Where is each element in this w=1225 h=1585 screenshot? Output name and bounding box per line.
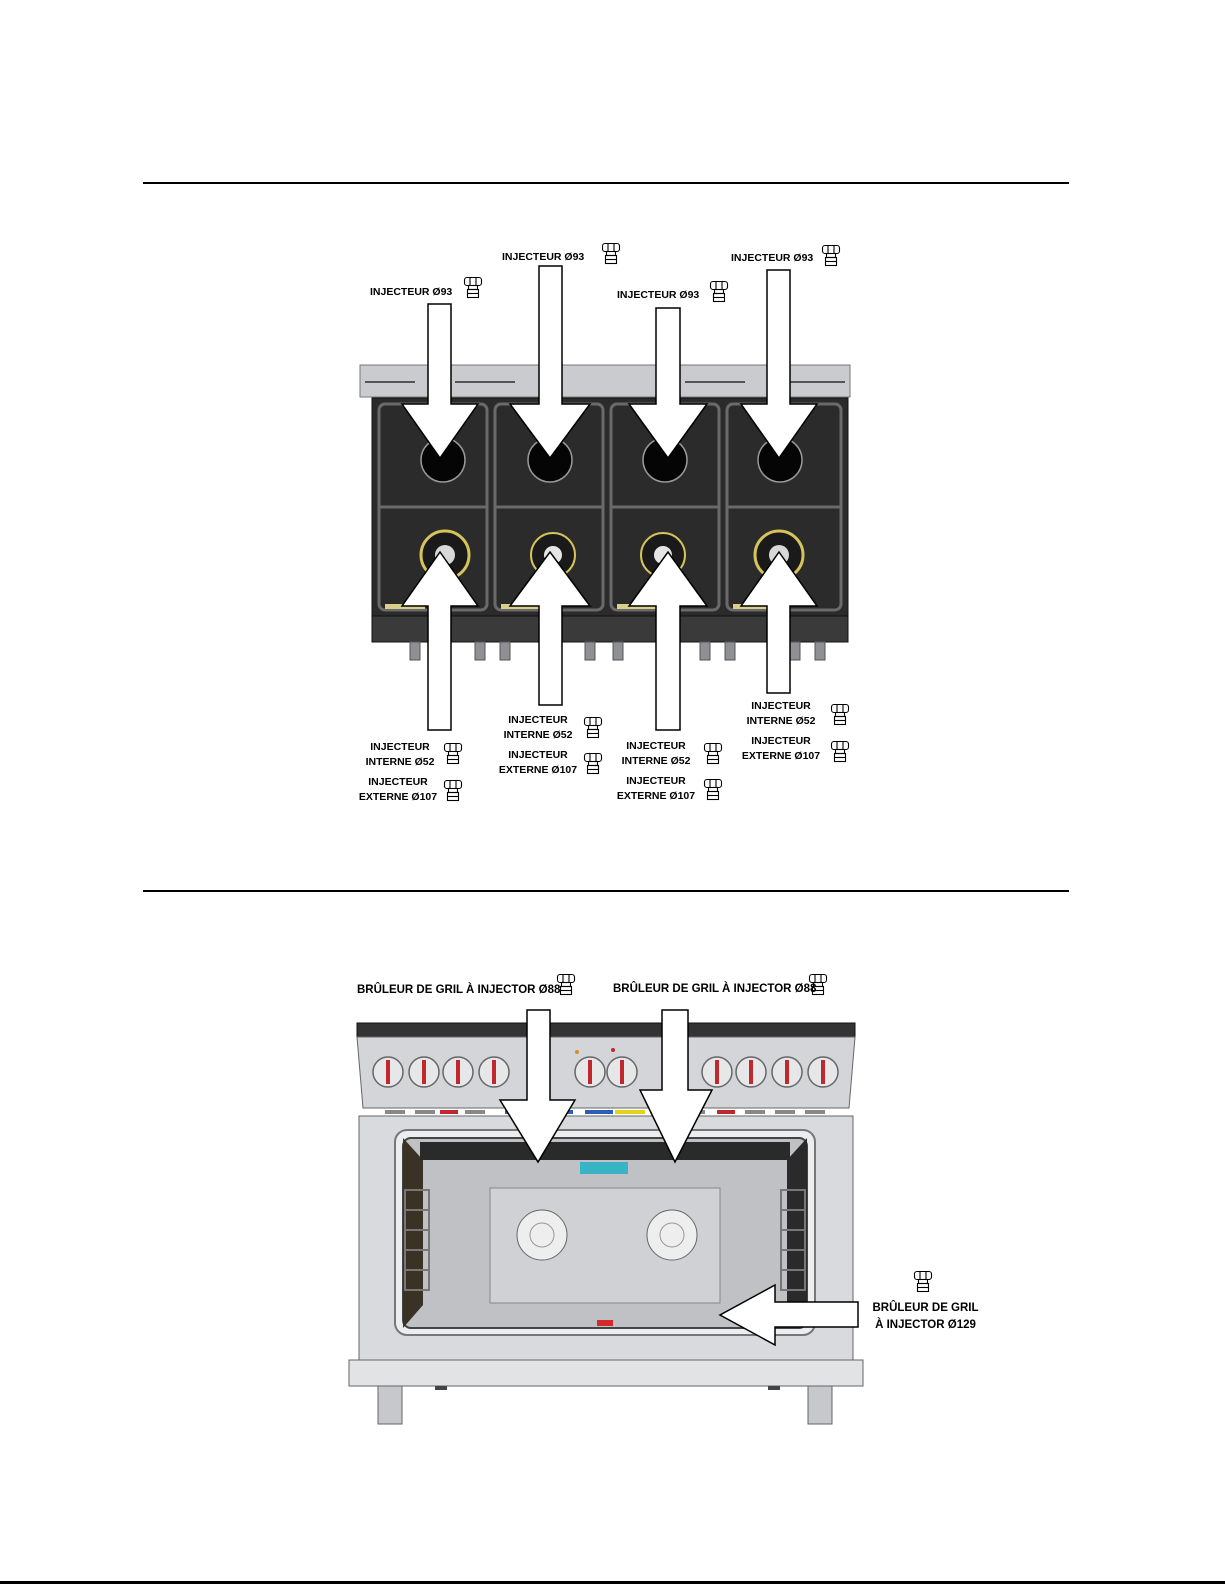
label-grill-left: BRÛLEUR DE GRIL À INJECTOR Ø88 xyxy=(357,984,561,996)
injector-icon xyxy=(462,276,484,300)
injector-icon xyxy=(442,742,464,766)
label-line: INTERNE Ø52 xyxy=(365,756,435,768)
injector-icon xyxy=(820,244,842,268)
injector-icon xyxy=(807,973,829,997)
label-b3-top: INJECTEUR Ø93 xyxy=(617,289,700,301)
oven-arrows xyxy=(498,1009,859,1347)
label-line: BRÛLEUR DE GRIL xyxy=(872,1302,979,1314)
injector-icon xyxy=(600,242,622,266)
grill-element xyxy=(420,1142,790,1160)
label-line: INJECTEUR xyxy=(751,735,811,747)
label-line: INTERNE Ø52 xyxy=(503,729,573,741)
label-line: INJECTEUR xyxy=(626,740,686,752)
label-b2-outer: INJECTEUR EXTERNE Ø107 xyxy=(492,748,584,778)
label-line: À INJECTOR Ø129 xyxy=(875,1319,976,1331)
convection-fans xyxy=(516,1209,698,1261)
arrow-down-b3 xyxy=(627,307,709,460)
section-divider-top xyxy=(143,182,1069,184)
label-b1-inner: INJECTEUR INTERNE Ø52 xyxy=(355,740,445,770)
injector-icon xyxy=(829,740,851,764)
label-line: INTERNE Ø52 xyxy=(621,755,691,767)
page-bottom-border xyxy=(0,1581,1225,1584)
label-line: INJECTEUR xyxy=(370,741,430,753)
injector-icon xyxy=(708,280,730,304)
label-line: INJECTEUR xyxy=(508,749,568,761)
label-b4-outer: INJECTEUR EXTERNE Ø107 xyxy=(735,734,827,764)
label-line: INJECTEUR xyxy=(751,700,811,712)
oven-diagram xyxy=(348,1022,864,1425)
label-line: EXTERNE Ø107 xyxy=(616,790,696,802)
control-knobs xyxy=(372,1048,839,1088)
arrow-up-b1 xyxy=(400,550,480,731)
label-b3-outer: INJECTEUR EXTERNE Ø107 xyxy=(610,774,702,804)
label-line: INTERNE Ø52 xyxy=(746,715,816,727)
label-bottom-grill: BRÛLEUR DE GRIL À INJECTOR Ø129 xyxy=(868,1300,983,1334)
arrow-down-b1 xyxy=(400,303,480,460)
arrow-grill-right xyxy=(638,1009,714,1164)
label-b2-top: INJECTEUR Ø93 xyxy=(502,251,585,263)
label-line: EXTERNE Ø107 xyxy=(741,750,821,762)
label-b4-top: INJECTEUR Ø93 xyxy=(731,252,814,264)
injector-icon xyxy=(582,716,604,740)
label-line: EXTERNE Ø107 xyxy=(498,764,578,776)
label-line: INJECTEUR xyxy=(508,714,568,726)
label-b1-outer: INJECTEUR EXTERNE Ø107 xyxy=(352,775,444,805)
injector-icon xyxy=(702,778,724,802)
label-line: INJECTEUR xyxy=(626,775,686,787)
arrow-up-b2 xyxy=(508,550,592,706)
label-grill-right: BRÛLEUR DE GRIL À INJECTOR Ø88 xyxy=(613,983,817,995)
injector-icon xyxy=(582,752,604,776)
arrow-grill-left xyxy=(498,1009,577,1164)
arrow-bottom-grill xyxy=(718,1283,859,1347)
injector-icon xyxy=(555,973,577,997)
arrow-down-b2 xyxy=(508,265,592,460)
arrow-down-b4 xyxy=(739,269,819,460)
label-b2-inner: INJECTEUR INTERNE Ø52 xyxy=(493,713,583,743)
arrow-up-b4 xyxy=(739,550,819,694)
injector-icon xyxy=(912,1270,934,1294)
kick-plate xyxy=(348,1359,864,1387)
control-panel xyxy=(356,1036,856,1109)
label-b3-inner: INJECTEUR INTERNE Ø52 xyxy=(611,739,701,769)
injector-icon xyxy=(829,703,851,727)
cooktop-arrows xyxy=(400,265,819,731)
injector-icon xyxy=(442,779,464,803)
arrow-up-b3 xyxy=(627,550,709,731)
label-line: INJECTEUR xyxy=(368,776,428,788)
label-line: EXTERNE Ø107 xyxy=(358,791,438,803)
label-b1-top: INJECTEUR Ø93 xyxy=(370,286,453,298)
section-divider-middle xyxy=(143,890,1069,892)
injector-icon xyxy=(702,742,724,766)
label-b4-inner: INJECTEUR INTERNE Ø52 xyxy=(736,699,826,729)
